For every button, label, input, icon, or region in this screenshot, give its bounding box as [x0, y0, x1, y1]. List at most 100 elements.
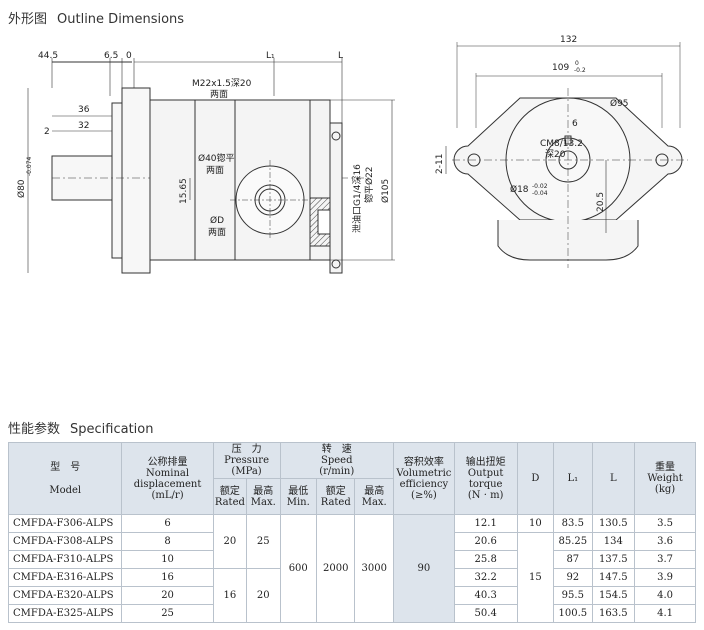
- dim-109-tol-upper: 0: [575, 60, 579, 67]
- header-disp-en1: Nominal: [146, 467, 190, 479]
- header-eff-unit: (≥%): [411, 489, 437, 501]
- spec-table: 型 号 Model 公称排量 Nominal displacement (mL/…: [7, 442, 696, 623]
- header-disp-unit: (mL/r): [151, 489, 184, 501]
- body-diameter-label: Ø105: [380, 179, 391, 203]
- cell-displacement: 10: [121, 550, 214, 569]
- dim-109: 109: [552, 63, 569, 73]
- header-weight: 重量 Weight (kg): [634, 442, 696, 515]
- header-speed-cn: 转 速: [321, 444, 352, 455]
- header-torque-unit: (N · m): [467, 489, 504, 501]
- header-speed-unit: (r/min): [319, 466, 355, 477]
- header-l: L: [591, 442, 636, 515]
- header-pressure-cn: 压 力: [231, 444, 262, 455]
- header-pressure-en: Pressure: [224, 455, 269, 466]
- dim-36: 36: [78, 105, 90, 115]
- cell-displacement: 16: [121, 568, 214, 587]
- cell-weight: 3.5: [634, 514, 696, 533]
- side-view-labels: 44.5 6.5 0 L₁ L 36 32 2 Ø80 -0.074 15.65…: [16, 51, 391, 238]
- drain-port-label: 泄油口G1/4深16: [351, 164, 363, 233]
- dim-2: 2: [44, 127, 50, 137]
- cell-speed-min: 600: [279, 514, 317, 623]
- cell-pressure-max-e: 20: [246, 568, 281, 623]
- thread-depth-label: 深20: [545, 149, 566, 160]
- flat-diameter-label: Ø40锪平: [198, 152, 235, 164]
- header-rated-cn: 额定: [219, 485, 240, 497]
- header-torque-en1: Output: [467, 467, 504, 479]
- header-torque-en2: torque: [468, 478, 503, 490]
- cell-l: 134: [591, 532, 636, 551]
- header-srated-cn: 额定: [325, 485, 346, 497]
- header-rated-en: Rated: [214, 496, 245, 508]
- header-model-en: Model: [49, 484, 82, 496]
- cell-displacement: 25: [121, 604, 214, 623]
- table-row: CMFDA-F306-ALPS 6 20 25 600 2000 3000 90…: [7, 514, 696, 623]
- cell-d-f: 10: [516, 514, 555, 533]
- header-d: D: [516, 442, 555, 515]
- shaft-18-tol-upper: -0.02: [532, 183, 548, 190]
- cell-l: 147.5: [591, 568, 636, 587]
- cell-l: 154.5: [591, 586, 636, 605]
- cell-l: 130.5: [591, 514, 636, 533]
- cell-speed-max: 3000: [354, 514, 394, 623]
- cell-weight: 3.6: [634, 532, 696, 551]
- shaft-18-tol-lower: -0.04: [532, 190, 548, 197]
- header-max-en: Max.: [250, 496, 276, 508]
- header-l1: L₁: [553, 442, 593, 515]
- cell-pressure-max-f: 25: [246, 514, 281, 569]
- header-disp-en2: displacement: [133, 478, 202, 490]
- header-min-en: Min.: [286, 496, 310, 508]
- table-row: CMFDA-E320-ALPS 20 40.3 95.5 154.5 4.0: [7, 586, 696, 605]
- cell-speed-rated: 2000: [315, 514, 356, 623]
- cell-torque: 12.1: [453, 514, 518, 533]
- cell-displacement: 8: [121, 532, 214, 551]
- dim-32: 32: [78, 121, 89, 131]
- cell-l1: 85.25: [553, 532, 593, 551]
- header-model: 型 号 Model: [7, 442, 123, 515]
- shaft-dia-18-label: Ø18: [510, 184, 529, 195]
- outline-drawing: 44.5 6.5 0 L₁ L 36 32 2 Ø80 -0.074 15.65…: [16, 35, 688, 274]
- cell-displacement: 6: [121, 514, 214, 533]
- cell-torque: 40.3: [453, 586, 518, 605]
- header-pressure-unit: (MPa): [231, 466, 262, 477]
- header-torque-cn: 输出扭矩: [465, 456, 506, 468]
- header-pressure: 压 力 Pressure (MPa): [212, 442, 281, 479]
- spec-title: 性能参数 Specification: [8, 418, 153, 437]
- header-eff-en2: efficiency: [399, 478, 449, 490]
- shaft-tolerance-label: -0.074: [26, 156, 33, 176]
- cell-model: CMFDA-E320-ALPS: [7, 586, 123, 605]
- dim-109-tol-lower: -0.2: [574, 67, 586, 74]
- cell-torque: 25.8: [453, 550, 518, 569]
- table-row: CMFDA-F308-ALPS 8 20.6 15 85.25 134 3.6: [7, 532, 696, 623]
- header-weight-cn: 重量: [655, 462, 676, 473]
- cell-pressure-rated-f: 20: [212, 514, 248, 569]
- front-view-labels: 132 109 0 -0.2 Ø95 6 CM8/13.2 深20 2-11 2…: [435, 35, 629, 212]
- dim-6-5: 6.5: [104, 51, 118, 61]
- cell-weight: 4.1: [634, 604, 696, 623]
- spec-title-en: Specification: [70, 422, 154, 437]
- cell-model: CMFDA-F308-ALPS: [7, 532, 123, 551]
- cell-l: 137.5: [591, 550, 636, 569]
- shaft-diameter-label: Ø80: [16, 179, 27, 198]
- cell-weight: 3.7: [634, 550, 696, 569]
- header-eff-en1: Volumetric: [396, 467, 452, 479]
- header-speed: 转 速 Speed (r/min): [279, 442, 394, 479]
- cell-efficiency: 90: [393, 514, 455, 623]
- header-weight-unit: (kg): [654, 484, 676, 495]
- dim-2-11: 2-11: [435, 154, 445, 174]
- dia-95-label: Ø95: [610, 98, 629, 109]
- header-srated-en: Rated: [320, 496, 351, 508]
- spec-title-cn: 性能参数: [8, 422, 61, 437]
- front-view: [445, 42, 688, 268]
- header-eff-cn: 容积效率: [403, 456, 444, 468]
- cell-l: 163.5: [591, 604, 636, 623]
- thread-label: CM8/13.2: [540, 139, 583, 149]
- cell-l1: 100.5: [553, 604, 593, 623]
- header-weight-en: Weight: [647, 473, 683, 484]
- header-disp-cn: 公称排量: [147, 456, 188, 468]
- port-thread-note: 两面: [210, 89, 228, 100]
- dim-6: 6: [572, 119, 578, 129]
- cell-model: CMFDA-E325-ALPS: [7, 604, 123, 623]
